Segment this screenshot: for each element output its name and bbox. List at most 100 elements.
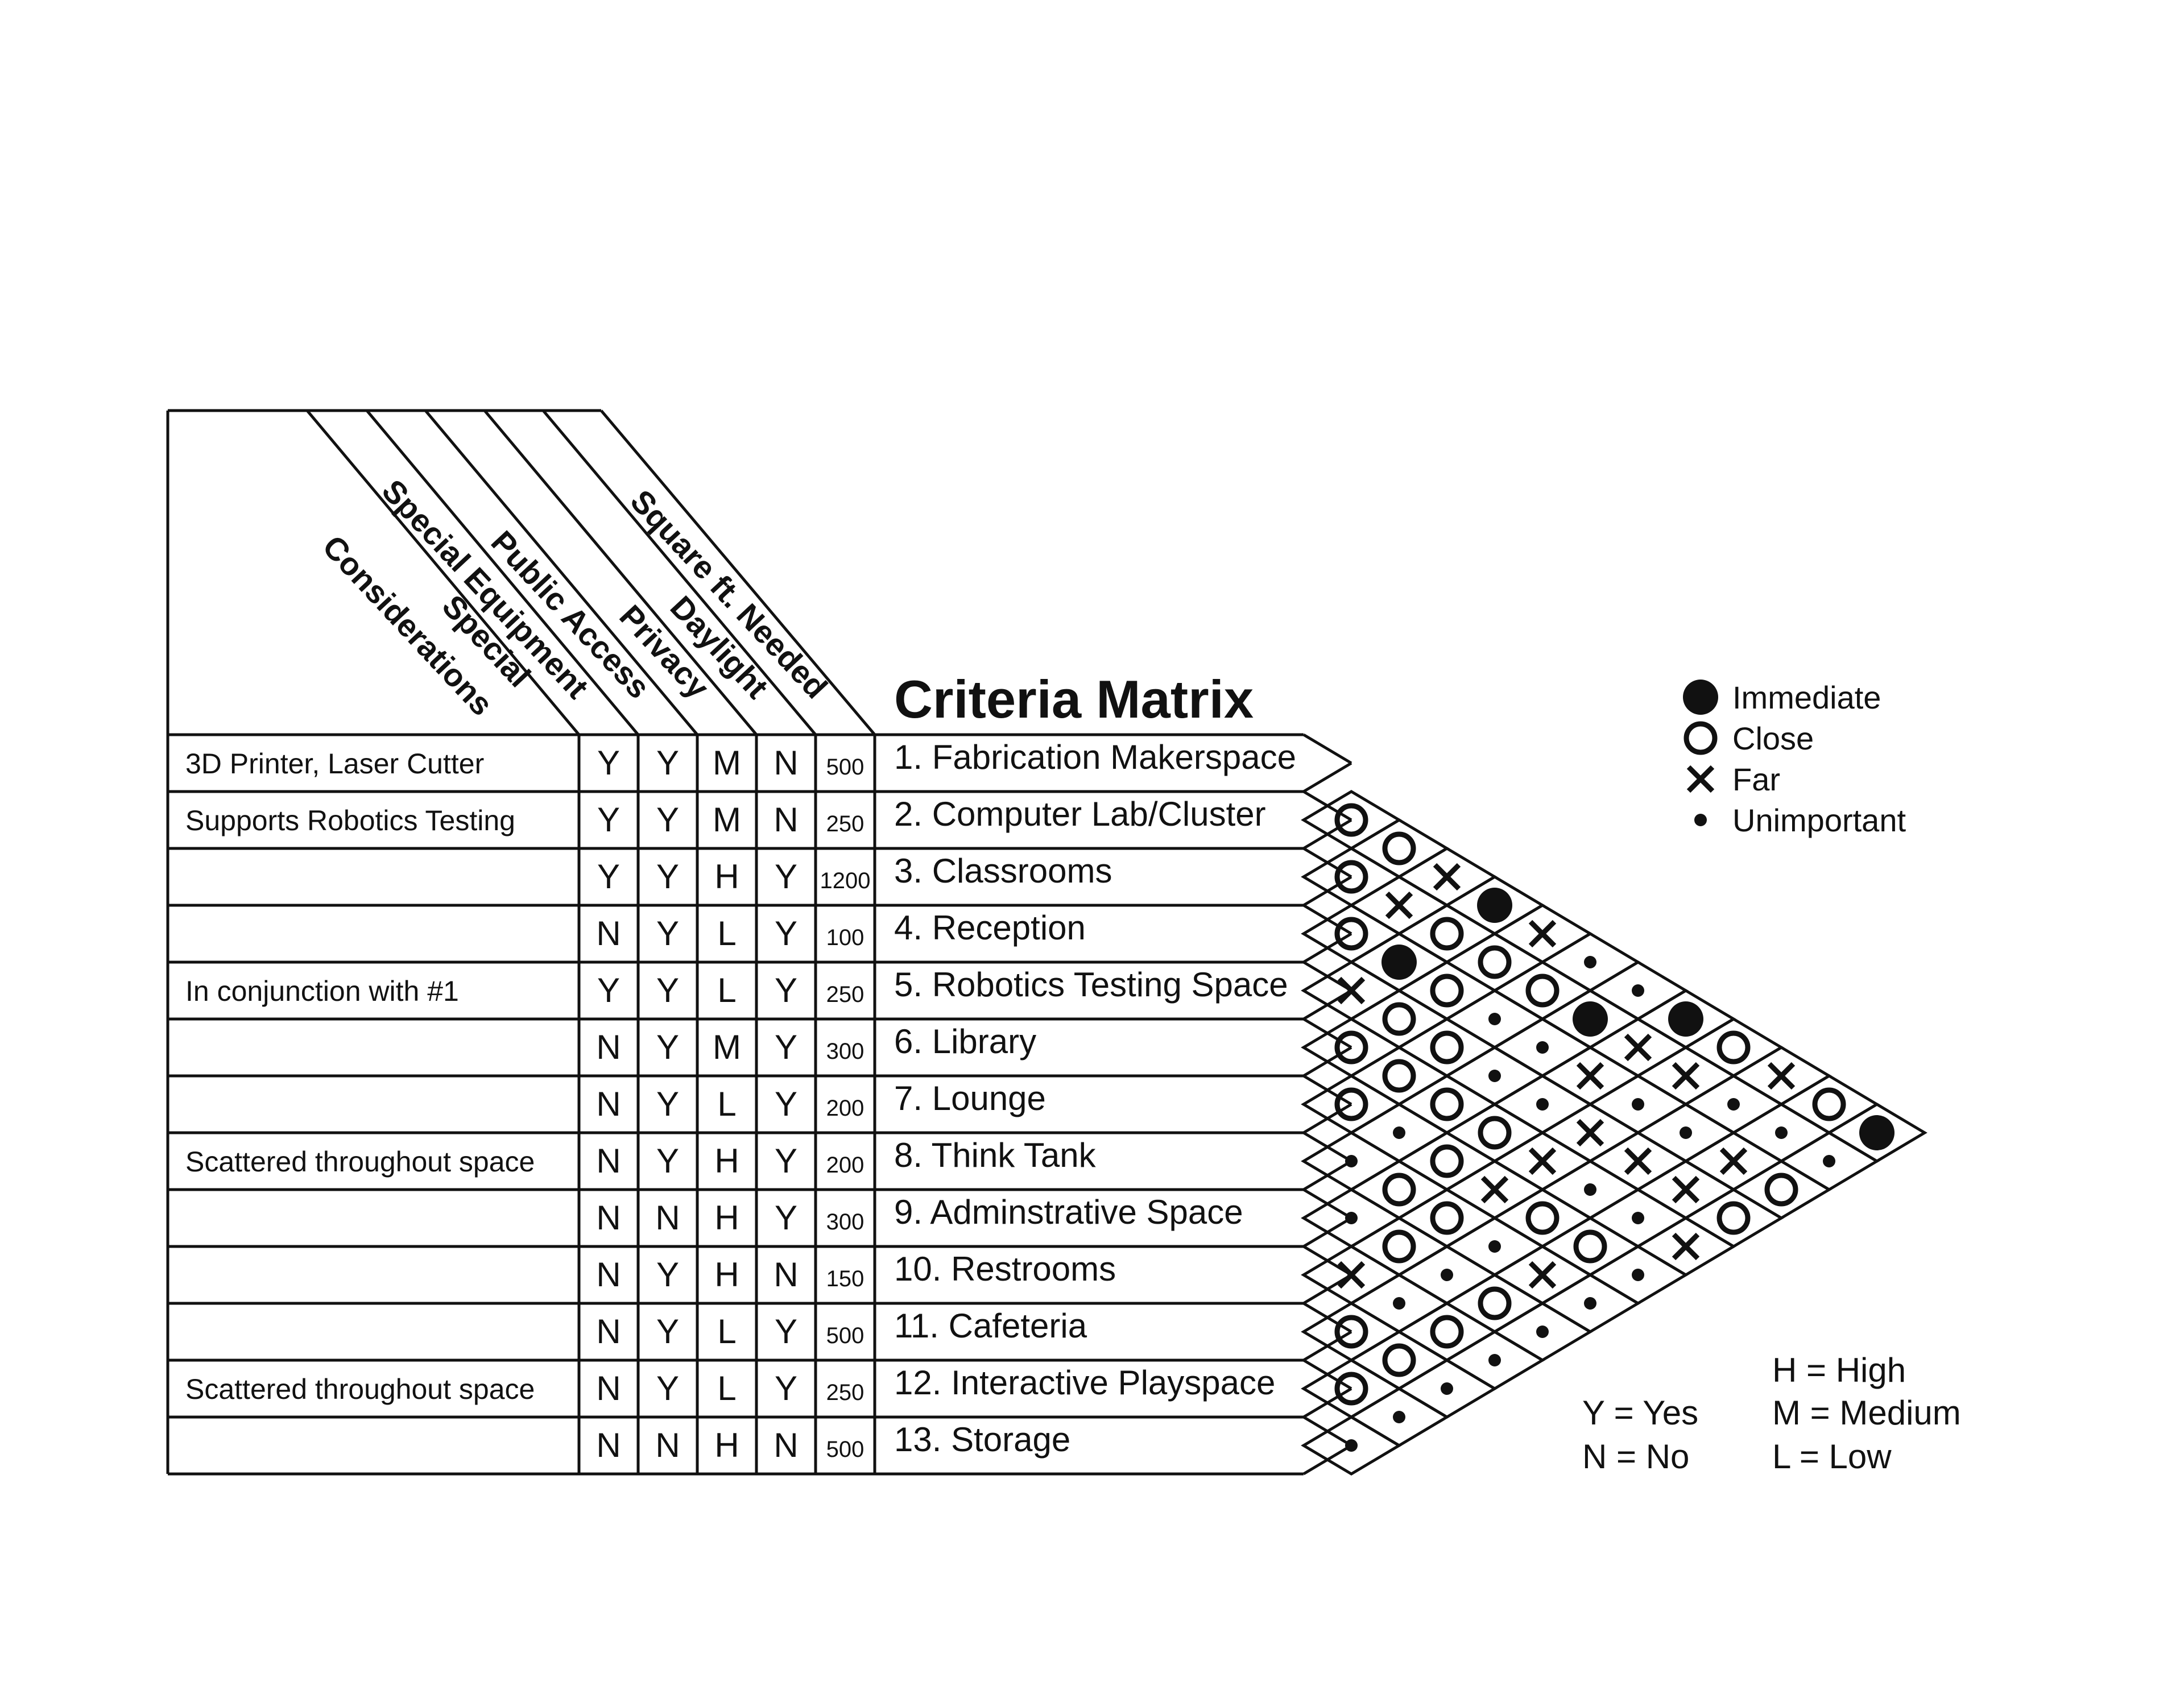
relationship-symbols xyxy=(1334,803,1895,1452)
cell-equipment: Y xyxy=(597,971,620,1009)
immediate-symbol xyxy=(1859,1115,1895,1150)
close-symbol xyxy=(1573,1229,1607,1264)
cell-daylight: Y xyxy=(775,1142,797,1180)
room-name: 9. Adminstrative Space xyxy=(894,1193,1243,1231)
unimportant-symbol xyxy=(1727,1098,1740,1111)
cell-privacy: L xyxy=(717,914,736,952)
room-name: 11. Cafeteria xyxy=(894,1307,1087,1345)
close-symbol xyxy=(1430,1315,1464,1349)
key-yes: Y = Yes xyxy=(1582,1394,1698,1432)
far-symbol xyxy=(1528,1261,1557,1289)
room-name: 6. Library xyxy=(894,1022,1036,1061)
close-symbol xyxy=(1430,974,1464,1008)
close-symbol xyxy=(1382,1002,1416,1036)
far-symbol xyxy=(1624,1147,1652,1175)
close-symbol xyxy=(1382,831,1416,865)
cell-privacy: H xyxy=(714,1426,739,1464)
far-symbol xyxy=(1767,1062,1796,1090)
cell-square-ft: 200 xyxy=(826,1153,864,1178)
cell-equipment: N xyxy=(596,1028,621,1066)
close-symbol xyxy=(1478,1286,1512,1320)
unimportant-symbol xyxy=(1345,1439,1358,1452)
key-no: N = No xyxy=(1582,1438,1689,1476)
far-symbol xyxy=(1480,1175,1509,1204)
far-symbol xyxy=(1719,1147,1748,1175)
close-symbol xyxy=(1478,945,1512,979)
cell-daylight: Y xyxy=(775,1369,797,1407)
cell-privacy: M xyxy=(713,744,741,782)
relationship-cell xyxy=(1301,1415,1402,1476)
cell-equipment: N xyxy=(596,914,621,952)
close-symbol xyxy=(1478,1116,1512,1150)
far-symbol xyxy=(1672,1062,1700,1090)
cell-daylight: Y xyxy=(775,1199,797,1237)
cell-privacy: L xyxy=(717,1085,736,1123)
close-symbol xyxy=(1430,1201,1464,1235)
immediate-symbol xyxy=(1381,945,1417,980)
room-name: 5. Robotics Testing Space xyxy=(894,966,1288,1004)
header-divider xyxy=(600,409,876,736)
close-symbol xyxy=(1430,917,1464,951)
immediate-symbol xyxy=(1573,1001,1608,1037)
unimportant-symbol xyxy=(1488,1013,1501,1025)
cell-privacy: H xyxy=(714,1142,739,1180)
close-symbol xyxy=(1334,1030,1368,1064)
cell-equipment: N xyxy=(596,1426,621,1464)
unimportant-symbol xyxy=(1393,1297,1405,1310)
close-symbol xyxy=(1525,1201,1560,1235)
far-symbol xyxy=(1528,919,1557,948)
cell-public: Y xyxy=(656,1369,679,1407)
column-headers: Special Considerations Special Equipment… xyxy=(316,473,834,722)
cell-privacy: M xyxy=(713,1028,741,1066)
cell-square-ft: 500 xyxy=(826,755,864,780)
unimportant-symbol xyxy=(1345,1212,1358,1224)
unimportant-symbol xyxy=(1488,1354,1501,1366)
cell-square-ft: 1200 xyxy=(820,868,871,893)
room-name: 4. Reception xyxy=(894,909,1086,947)
cell-public: Y xyxy=(656,1028,679,1066)
close-symbol xyxy=(1334,1315,1368,1349)
cell-public: Y xyxy=(656,858,679,896)
room-name: 1. Fabrication Makerspace xyxy=(894,738,1296,776)
legend-label: Close xyxy=(1732,720,1814,756)
cell-daylight: Y xyxy=(775,1085,797,1123)
unimportant-symbol xyxy=(1584,956,1596,968)
legend-label: Immediate xyxy=(1732,680,1881,715)
yes-no-key: Y = Yes N = No xyxy=(1582,1394,1698,1476)
cell-square-ft: 150 xyxy=(826,1266,864,1291)
cell-privacy: H xyxy=(714,858,739,896)
cell-equipment: N xyxy=(596,1142,621,1180)
cell-square-ft: 300 xyxy=(826,1039,864,1064)
immediate-symbol xyxy=(1668,1001,1703,1037)
cell-public: Y xyxy=(656,744,679,782)
header-divider xyxy=(483,409,758,736)
cell-square-ft: 500 xyxy=(826,1323,864,1348)
grid-lines xyxy=(166,409,1352,1476)
room-name: 2. Computer Lab/Cluster xyxy=(894,795,1266,833)
row-end-edge xyxy=(1302,733,1352,765)
unimportant-symbol xyxy=(1536,1041,1549,1054)
row-end-edge xyxy=(1302,761,1352,793)
unimportant-symbol xyxy=(1775,1126,1788,1139)
unimportant-symbol xyxy=(1584,1183,1596,1196)
unimportant-symbol xyxy=(1441,1382,1453,1395)
cell-daylight: Y xyxy=(775,858,797,896)
key-high: H = High xyxy=(1772,1351,1906,1389)
room-name: 12. Interactive Playspace xyxy=(894,1364,1275,1402)
close-symbol xyxy=(1430,1087,1464,1121)
page-title: Criteria Matrix xyxy=(894,669,1254,729)
legend-symbol-unimportant-icon xyxy=(1694,814,1707,826)
legend-symbol-immediate-icon xyxy=(1683,680,1718,715)
far-symbol xyxy=(1672,1232,1700,1261)
room-name: 7. Lounge xyxy=(894,1079,1046,1117)
close-symbol xyxy=(1525,974,1560,1008)
unimportant-symbol xyxy=(1584,1297,1596,1310)
unimportant-symbol xyxy=(1632,1098,1644,1111)
relationship-diamonds xyxy=(1301,790,1927,1476)
